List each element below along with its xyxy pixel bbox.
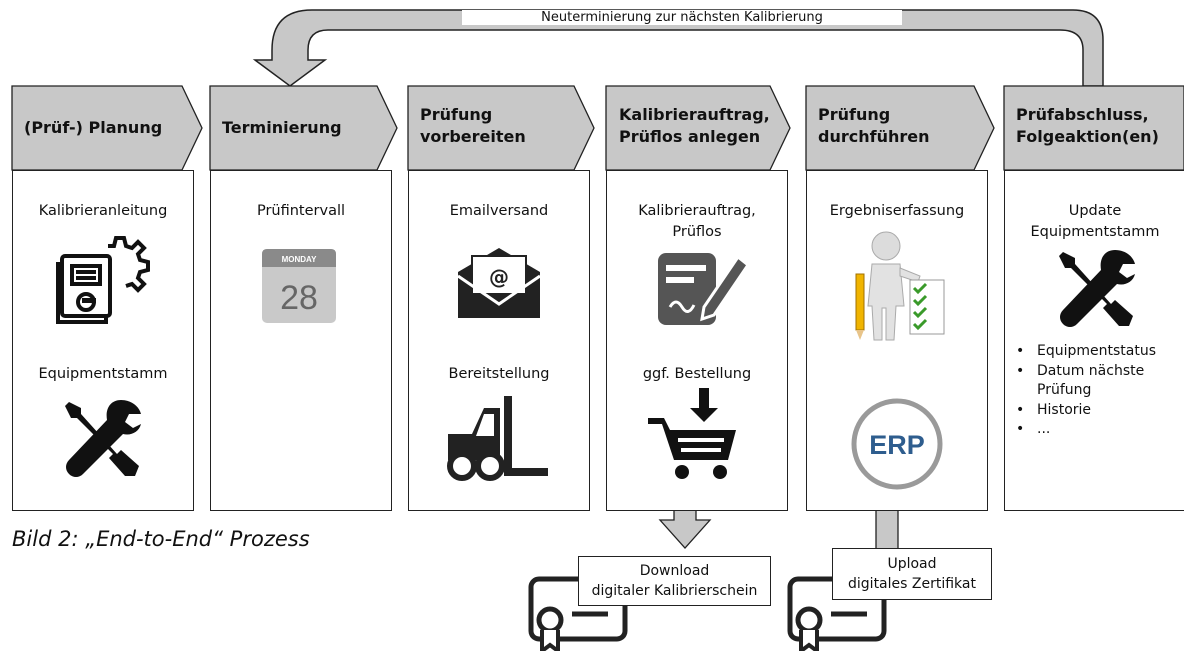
calendar-day-name: MONDAY <box>282 255 317 264</box>
step-2-panel <box>210 170 392 511</box>
chevron-2 <box>209 85 398 171</box>
step-3-item-2: Bereitstellung <box>448 366 550 382</box>
person-checklist-icon <box>855 231 945 341</box>
figure-caption: Bild 2: „End-to-End“ Prozess <box>12 527 310 551</box>
chevron-1 <box>11 85 203 171</box>
calendar-day-number: 28 <box>280 279 318 317</box>
loop-label: Neuterminierung zur nächsten Kalibrierun… <box>462 10 902 25</box>
chevron-6 <box>1003 85 1184 171</box>
bullet-item: ... <box>1014 420 1156 440</box>
forklift-icon <box>447 396 548 481</box>
chevron-3 <box>407 85 595 171</box>
shopping-cart-icon <box>648 388 736 479</box>
bullet-item: Historie <box>1014 401 1156 421</box>
step-2-item-1: Prüfintervall <box>256 203 346 219</box>
step-6-header: Prüfabschluss,Folgeaktion(en) <box>1016 105 1159 146</box>
calendar-icon: MONDAY 28 <box>262 249 336 323</box>
step-1-header: (Prüf-) Planung <box>24 118 163 137</box>
book-gear-icon <box>56 236 150 324</box>
wrench-screwdriver-icon <box>65 400 141 477</box>
chevron-5 <box>805 85 995 171</box>
svg-text:ERP: ERP <box>869 430 925 460</box>
envelope-icon: @ <box>457 248 541 318</box>
step-1-panel <box>12 170 194 511</box>
step-5-item-1: Ergebniserfassung <box>829 203 965 219</box>
step-3-item-1: Emailversand <box>449 203 549 219</box>
wrench-screwdriver-icon-2 <box>1059 250 1135 327</box>
step-6-panel <box>1004 170 1184 511</box>
step-1-item-2: Equipmentstamm <box>38 366 168 382</box>
step-4-item-2: ggf. Bestellung <box>642 366 752 382</box>
step-3-panel <box>408 170 590 511</box>
step-4-header: Kalibrierauftrag,Prüflos anlegen <box>619 105 770 146</box>
step-4-item-1: Kalibrierauftrag,Prüflos <box>638 203 756 240</box>
erp-icon: ERP <box>851 398 943 490</box>
chevron-4 <box>605 85 791 171</box>
step-1-item-1: Kalibrieranleitung <box>38 203 168 219</box>
step-2-header: Terminierung <box>222 118 342 137</box>
bullet-item: Equipmentstatus <box>1014 342 1156 362</box>
document-pen-icon <box>658 253 750 325</box>
svg-text:@: @ <box>489 265 509 289</box>
